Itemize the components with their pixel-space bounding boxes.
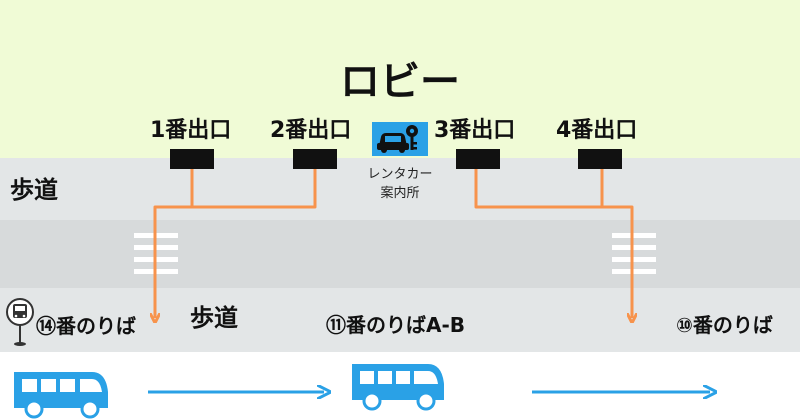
bus-icon xyxy=(352,364,444,411)
sidewalk-bottom-label: 歩道 xyxy=(190,304,238,332)
exit-3-label: 3番出口 xyxy=(434,118,516,143)
exit-1-marker xyxy=(170,149,214,169)
sidewalk-top-label: 歩道 xyxy=(10,176,58,204)
exit-1-label: 1番出口 xyxy=(150,118,232,143)
crosswalk-right xyxy=(612,233,656,274)
exit-2-marker xyxy=(293,149,337,169)
route-right xyxy=(474,169,632,318)
sidewalk-bottom xyxy=(0,288,800,352)
route-left xyxy=(155,169,317,318)
rental-car-label: レンタカー 案内所 xyxy=(362,165,438,203)
exit-4-label: 4番出口 xyxy=(556,118,638,143)
exit-2-label: 2番出口 xyxy=(270,118,352,143)
bus-bay-11-label: ⑪番のりばA-B xyxy=(326,313,466,337)
bus-icon xyxy=(14,372,108,419)
rental-car-line1: レンタカー xyxy=(367,167,433,182)
exit-4-marker xyxy=(578,149,622,169)
car-key-icon xyxy=(372,122,428,156)
bus-bay-14-label: ⑭番のりば xyxy=(36,314,136,338)
rental-car-line2: 案内所 xyxy=(380,186,420,201)
road xyxy=(0,220,800,288)
bus-stop-icon xyxy=(6,298,34,346)
sidewalk-top xyxy=(0,158,800,220)
lobby-title: ロビー xyxy=(340,59,460,105)
exit-3-marker xyxy=(456,149,500,169)
bus-bay-10-label: ⑩番のりば xyxy=(676,313,773,337)
